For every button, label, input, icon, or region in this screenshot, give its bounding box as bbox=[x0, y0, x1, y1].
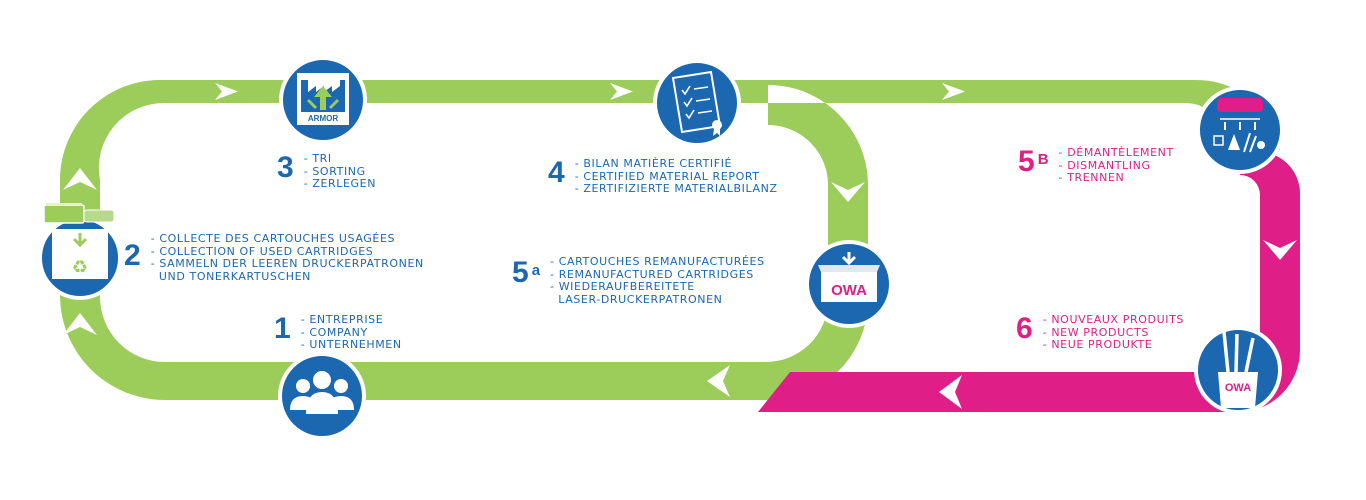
step-6-new-products: 6 - NOUVEAUX PRODUITS - NEW PRODUCTS - N… bbox=[1016, 312, 1184, 352]
people-icon bbox=[290, 371, 354, 414]
chevron-arrow-left-2 bbox=[63, 313, 97, 335]
step-line-de: - ZERLEGEN bbox=[303, 177, 377, 190]
dismantling-icon bbox=[1213, 98, 1265, 153]
step-line-fr: - COLLECTE DES CARTOUCHES USAGÉES bbox=[150, 232, 396, 245]
step-line-fr: - CARTOUCHES REMANUFACTURÉES bbox=[550, 255, 765, 268]
step-description: - DÉMANTÈLEMENT - DISMANTLING - TRENNEN bbox=[1058, 146, 1174, 185]
step-number: 1 bbox=[274, 312, 291, 345]
step-line-en: - REMANUFACTURED CARTRIDGES bbox=[550, 267, 754, 281]
owa-pencil-cup-icon: OWA bbox=[1218, 331, 1258, 408]
step-line-en: - CERTIFIED MATERIAL REPORT bbox=[574, 169, 760, 183]
step-number: 6 bbox=[1016, 312, 1033, 345]
green-loop-band bbox=[60, 79, 1280, 400]
step-line-de: - WIEDERAUFBEREITETE bbox=[550, 280, 695, 293]
recycle-box-icon: ♻ bbox=[43, 203, 115, 279]
step-4-material-report: 4 - BILAN MATIÈRE CERTIFIÉ - CERTIFIED M… bbox=[548, 156, 778, 196]
sorting-node: ARMOR bbox=[279, 56, 367, 144]
step-description: - COLLECTE DES CARTOUCHES USAGÉES - COLL… bbox=[150, 232, 424, 283]
factory-icon bbox=[301, 80, 345, 112]
company-node bbox=[278, 352, 366, 440]
step-description: - ENTREPRISE - COMPANY - UNTERNEHMEN bbox=[300, 313, 402, 352]
chevron-arrow-left-1 bbox=[63, 168, 97, 190]
step-line-fr: - NOUVEAUX PRODUITS bbox=[1042, 313, 1184, 326]
owa-logo: OWA bbox=[831, 282, 867, 299]
step-line-fr: - DÉMANTÈLEMENT bbox=[1058, 146, 1174, 159]
chevron-arrow-bottom-3 bbox=[939, 375, 962, 409]
owa-box-icon: OWA bbox=[818, 252, 880, 302]
step-line-de: - TRENNEN bbox=[1058, 171, 1125, 184]
remanufactured-node: OWA bbox=[805, 240, 893, 328]
svg-text:♻: ♻ bbox=[72, 257, 88, 278]
chevron-arrow-bottom-2 bbox=[707, 365, 730, 397]
step-number: 3 bbox=[277, 151, 294, 184]
dismantling-node bbox=[1196, 86, 1284, 174]
chevron-arrow-top-3 bbox=[942, 83, 965, 100]
step-line-de: - NEUE PRODUKTE bbox=[1042, 338, 1153, 351]
step-line-de: - ZERTIFIZIERTE MATERIALBILANZ bbox=[574, 182, 778, 195]
step-description: - TRI - SORTING - ZERLEGEN bbox=[303, 152, 377, 191]
step-description: - BILAN MATIÈRE CERTIFIÉ - CERTIFIED MAT… bbox=[574, 157, 778, 196]
step-description: - CARTOUCHES REMANUFACTURÉES - REMANUFAC… bbox=[550, 255, 765, 306]
chevron-arrow-top-2 bbox=[610, 83, 633, 100]
chevron-arrow-right-2 bbox=[1263, 240, 1297, 260]
step-number: 2 bbox=[124, 239, 141, 272]
step-line-en: - COMPANY bbox=[300, 325, 368, 339]
owa-logo-cup: OWA bbox=[1225, 382, 1251, 394]
step-line-de: - SAMMELN DER LEEREN DRUCKERPATRONEN bbox=[150, 257, 424, 270]
step-line-de: - UNTERNEHMEN bbox=[300, 338, 402, 351]
collect-node: ♻ bbox=[38, 203, 122, 300]
chevron-arrow-top-1 bbox=[215, 83, 238, 100]
armor-logo: ARMOR bbox=[308, 114, 338, 123]
certificate-icon bbox=[671, 70, 722, 136]
step-line-fr: - BILAN MATIÈRE CERTIFIÉ bbox=[574, 157, 733, 170]
step-number: 4 bbox=[548, 156, 565, 189]
step-line-en: - COLLECTION OF USED CARTRIDGES bbox=[150, 244, 374, 258]
chevron-arrow-right-1 bbox=[831, 182, 865, 202]
step-line-de-cont: LASER-DRUCKERPATRONEN bbox=[550, 292, 723, 306]
step-line-de-cont: UND TONERKARTUSCHEN bbox=[150, 269, 311, 283]
step-line-en: - SORTING bbox=[303, 164, 366, 178]
step-1-company: 1 - ENTREPRISE - COMPANY - UNTERNEHMEN bbox=[274, 312, 402, 352]
step-3-sorting: 3 - TRI - SORTING - ZERLEGEN bbox=[277, 151, 377, 191]
step-2-collection: 2 - COLLECTE DES CARTOUCHES USAGÉES - CO… bbox=[124, 232, 424, 283]
step-description: - NOUVEAUX PRODUITS - NEW PRODUCTS - NEU… bbox=[1042, 313, 1184, 352]
step-line-fr: - ENTREPRISE bbox=[300, 313, 384, 326]
step-line-en: - DISMANTLING bbox=[1058, 158, 1151, 172]
step-line-en: - NEW PRODUCTS bbox=[1042, 325, 1149, 339]
new-products-node: OWA bbox=[1194, 326, 1282, 414]
step-line-fr: - TRI bbox=[303, 152, 332, 165]
report-node bbox=[653, 59, 741, 147]
